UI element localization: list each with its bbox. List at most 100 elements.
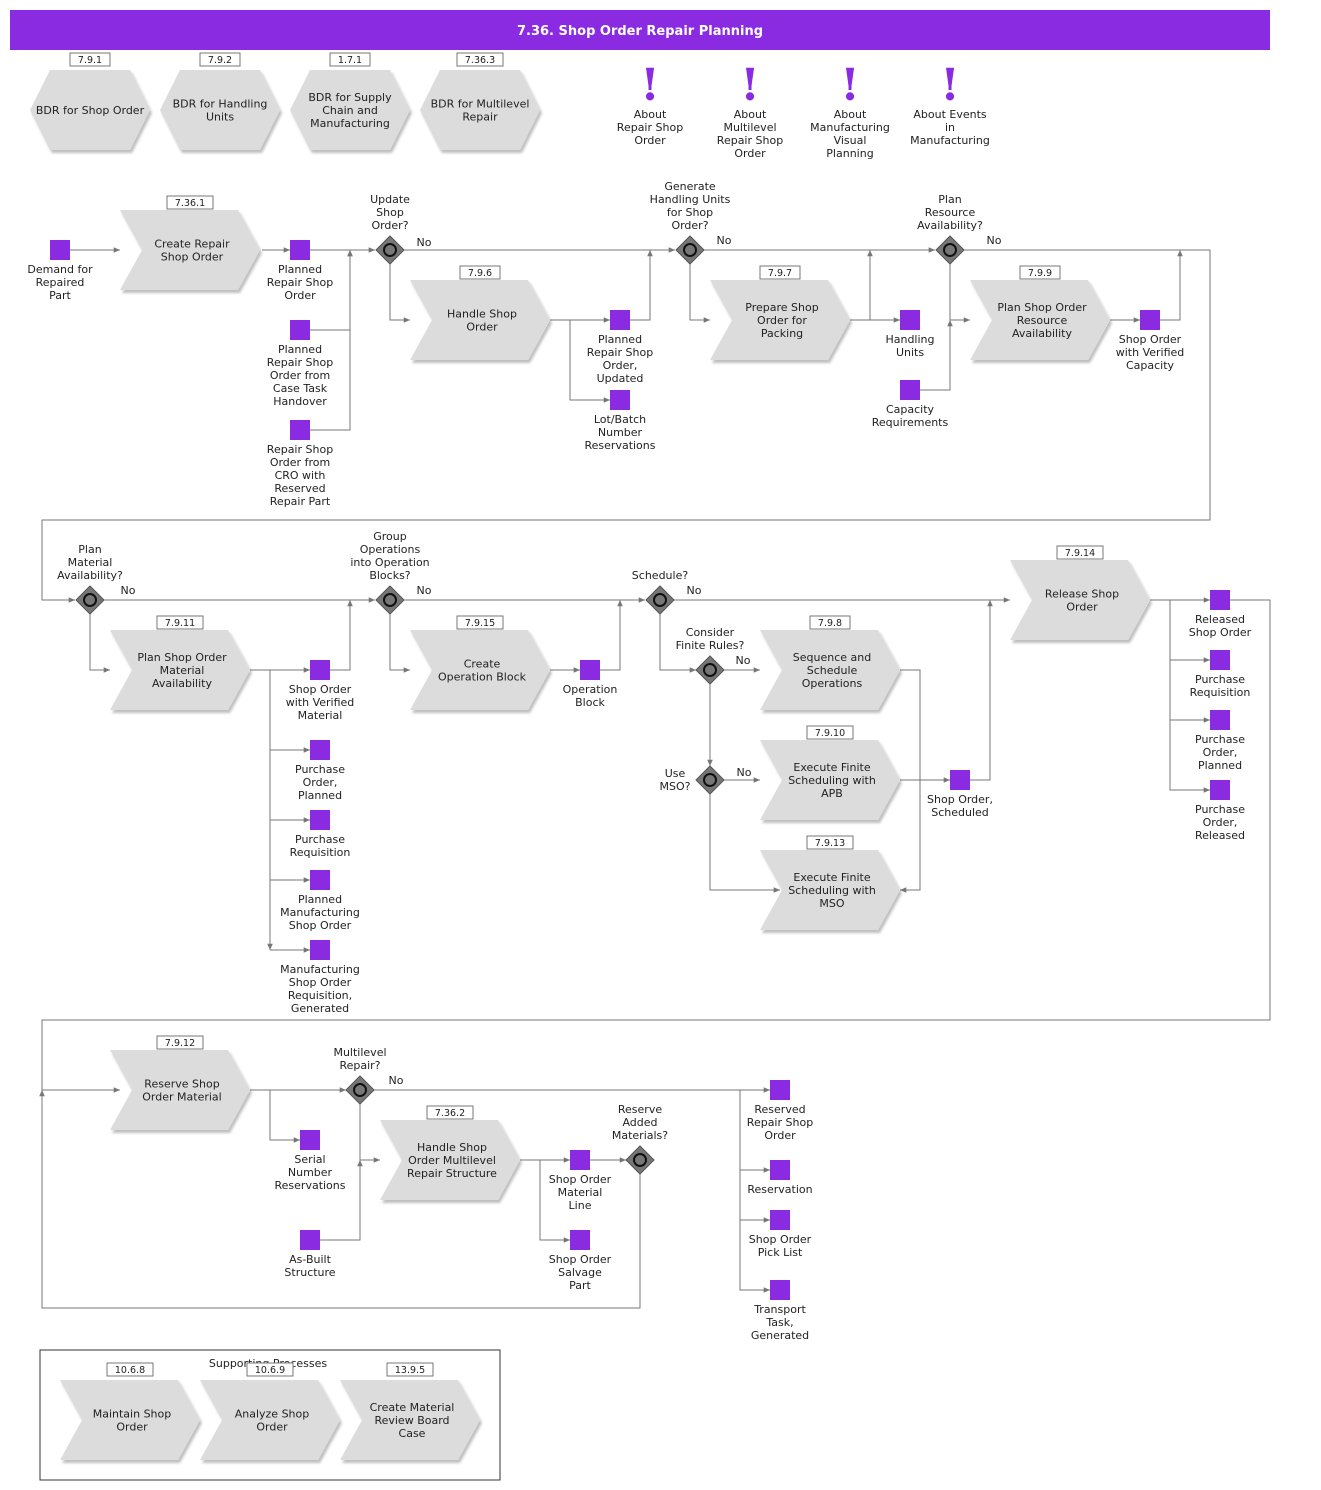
data-object-icon [50, 240, 70, 260]
data-object-icon [310, 660, 330, 680]
data-object-icon [1210, 590, 1230, 610]
connector-line [41, 599, 1271, 1093]
no-label: No [737, 766, 752, 779]
data-object-icon [300, 1130, 320, 1150]
connector-line [659, 614, 696, 673]
step-tag-box [806, 725, 854, 740]
gateway-diamond [695, 655, 725, 685]
data-object-icon [290, 320, 310, 340]
no-label: No [736, 654, 751, 667]
connector-line [689, 264, 710, 323]
data-object-icon [1210, 650, 1230, 670]
data-object-icon [300, 1230, 320, 1250]
data-object-icon [770, 1210, 790, 1230]
gateway-circle-icon [83, 593, 97, 607]
step-shape [200, 1380, 340, 1460]
connector-line [41, 249, 1211, 603]
gateway-diamond [375, 585, 405, 615]
supporting-tag: 13.9.5 [395, 1365, 425, 1376]
bdr-tag-box [69, 52, 111, 67]
step-tag-box [166, 195, 214, 210]
gateway-diamond [695, 765, 725, 795]
step-tag: 7.9.15 [465, 618, 495, 629]
supporting-tag-box [106, 1362, 154, 1377]
exclamation-icon: ! [740, 60, 759, 111]
data-object-icon [1210, 710, 1230, 730]
data-object-icon [1140, 310, 1160, 330]
data-object-icon [570, 1230, 590, 1250]
exclamation-icon: ! [840, 60, 859, 111]
exclamation-icon: ! [940, 60, 959, 111]
supporting-tag-box [246, 1362, 294, 1377]
data-object-icon [770, 1080, 790, 1100]
step-tag-box [156, 615, 204, 630]
data-object-icon [310, 870, 330, 890]
bdr-tag: 1.7.1 [338, 55, 362, 66]
connector-line [970, 600, 993, 781]
gateway-diamond [675, 235, 705, 265]
connector-line [739, 1090, 770, 1293]
gateway-diamond [75, 585, 105, 615]
step-shape [340, 1380, 480, 1460]
supporting-tag: 10.6.8 [115, 1365, 145, 1376]
step-tag: 7.9.12 [165, 1038, 195, 1049]
gateway: Schedule? [632, 569, 688, 615]
step-shape [110, 630, 250, 710]
gateway-circle-icon [703, 663, 717, 677]
